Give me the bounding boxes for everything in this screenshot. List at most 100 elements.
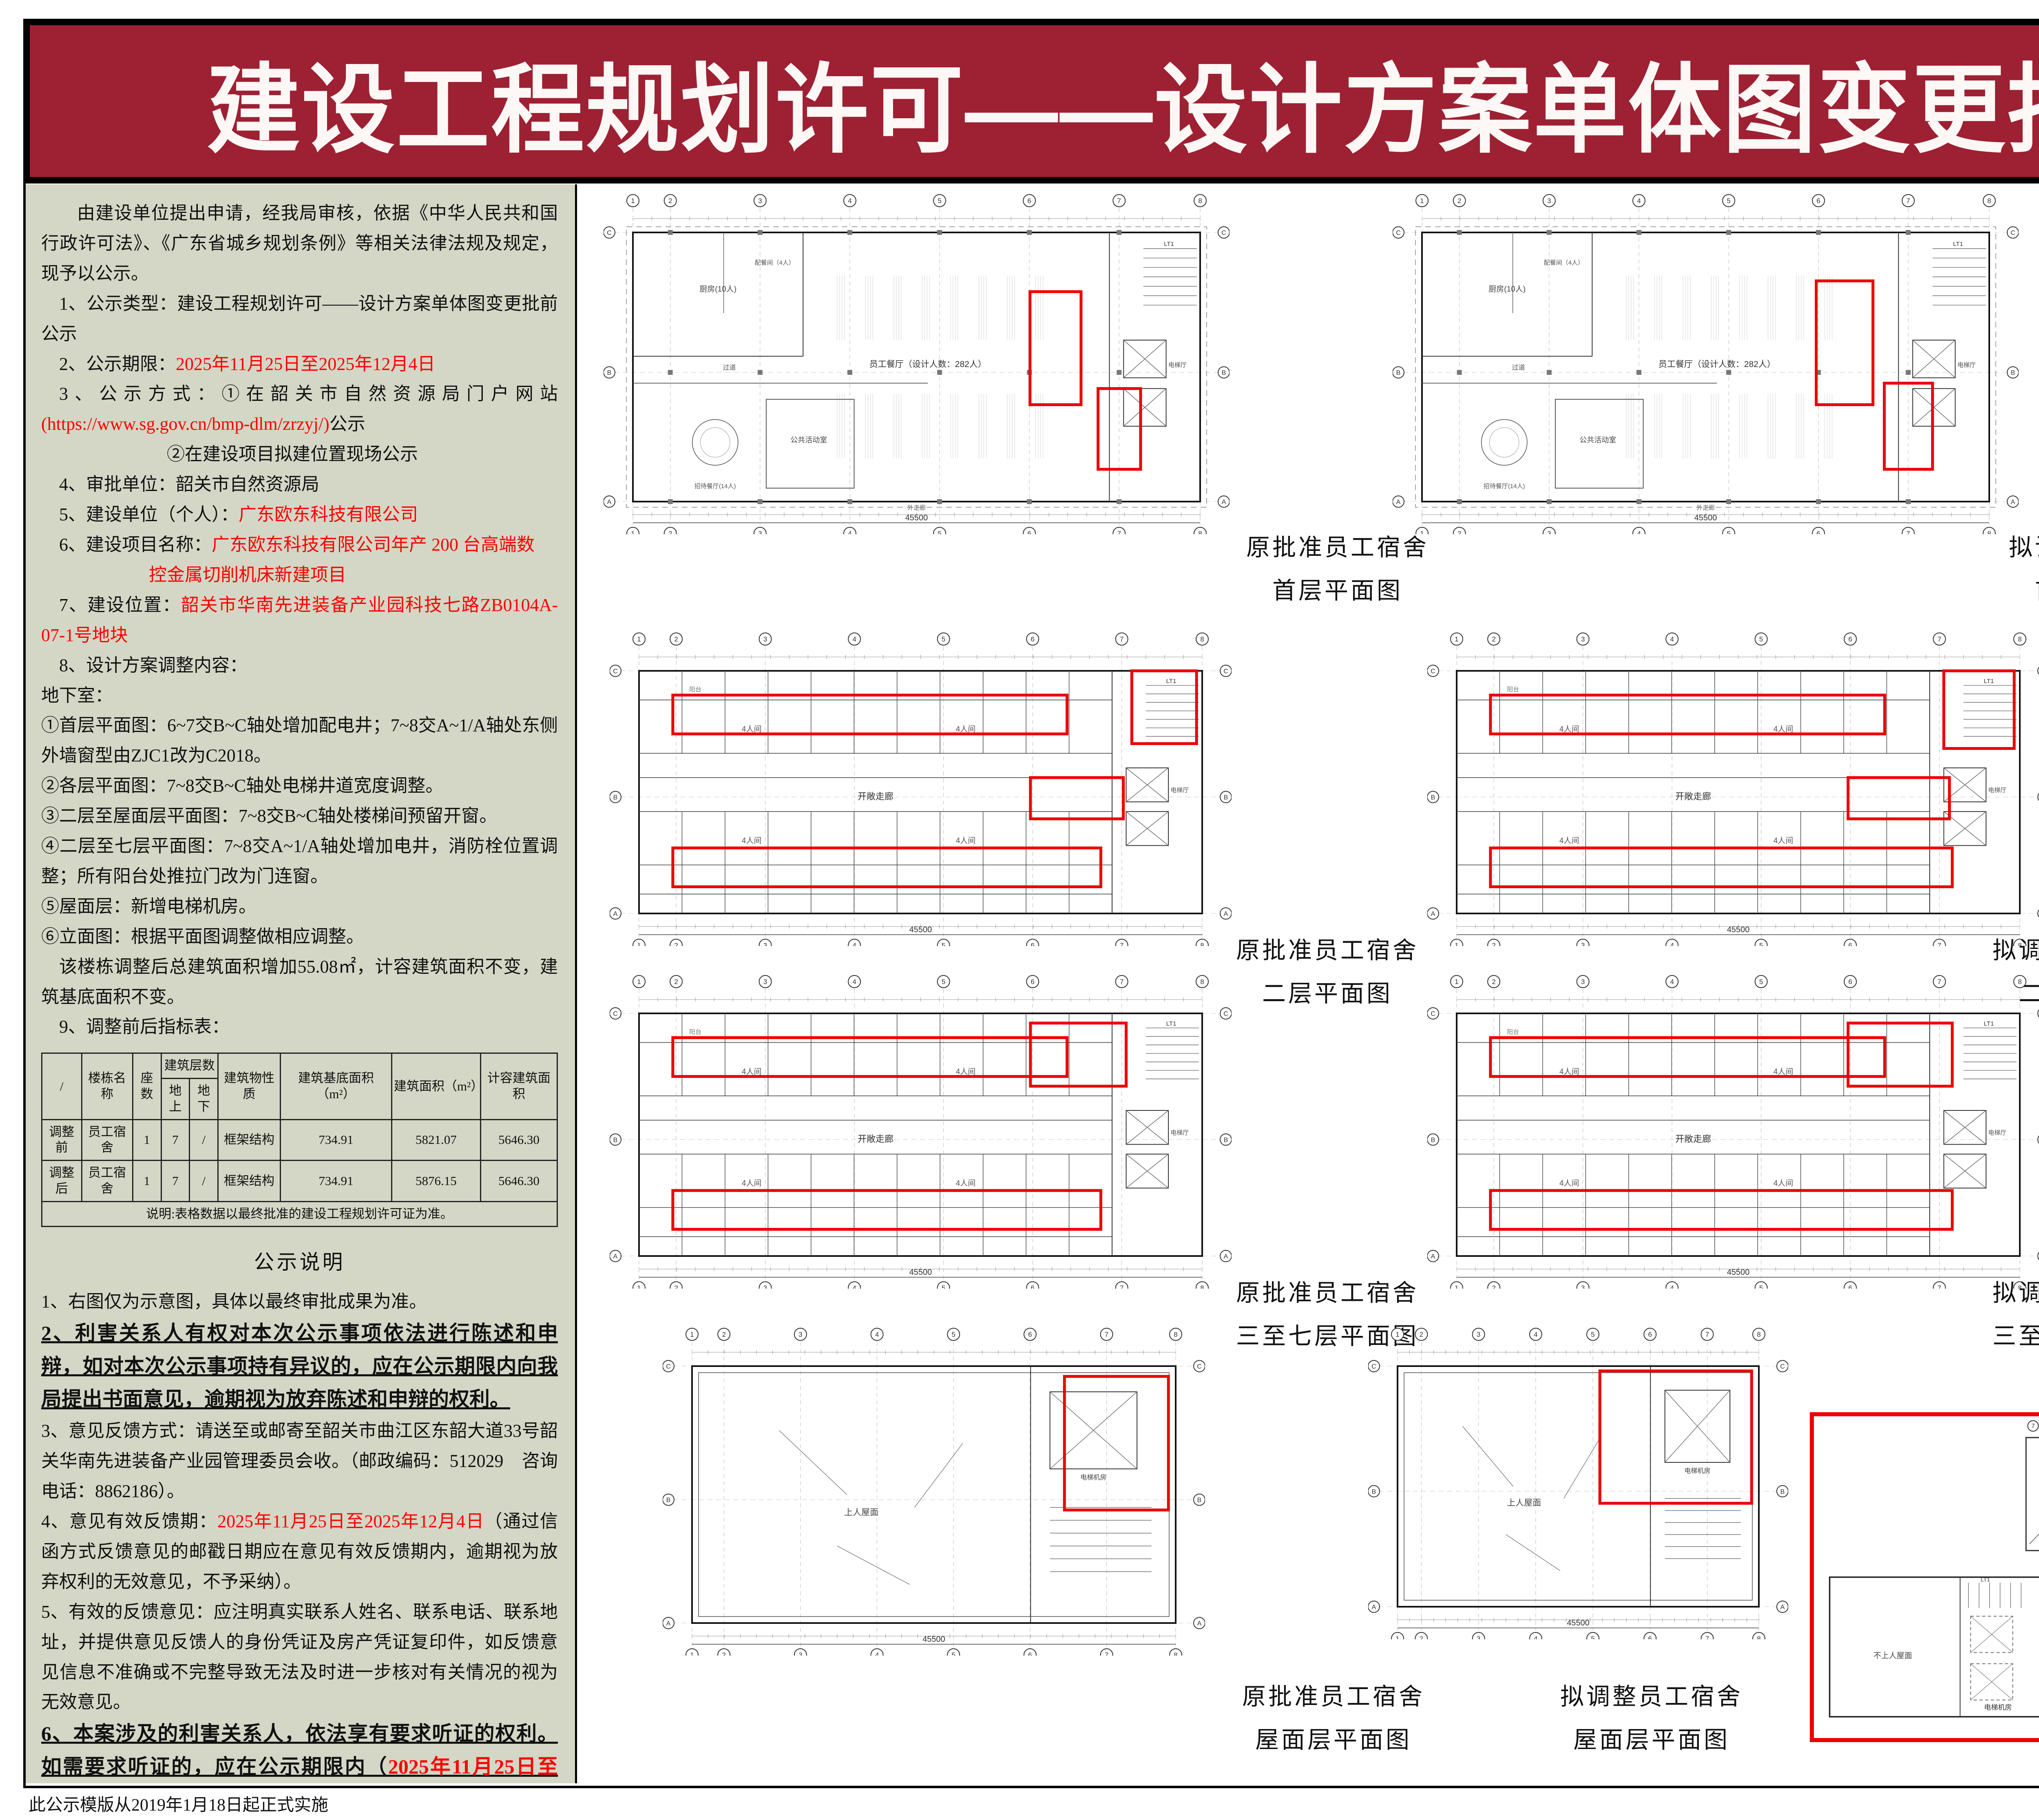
svg-text:7: 7 xyxy=(1937,635,1941,643)
svg-text:7: 7 xyxy=(1120,635,1123,643)
plan-caption-p8: 拟调整员工宿舍屋面层平面图 xyxy=(1488,1675,1815,1761)
svg-text:4: 4 xyxy=(1637,530,1641,534)
svg-text:6: 6 xyxy=(1848,1284,1852,1289)
svg-text:1: 1 xyxy=(1420,197,1424,205)
svg-text:5: 5 xyxy=(942,635,945,643)
svg-text:8: 8 xyxy=(2018,942,2021,946)
notice-paragraph: 该楼栋调整后总建筑面积增加55.08㎡，计容建筑面积不变，建筑基底面积不变。 xyxy=(41,952,558,1012)
floor-plan-drawing-p4: 1122334455667788CCBBAA45500开敞走廊4人间4人间4人间… xyxy=(1427,632,2039,952)
text-run: ②在建设项目拟建位置现场公示 xyxy=(167,444,418,464)
svg-text:B: B xyxy=(1224,1137,1228,1143)
svg-text:B: B xyxy=(1197,1497,1202,1504)
svg-text:7: 7 xyxy=(1906,530,1910,534)
footer-supervisor: 监制单位：韶关市自然资源局 xyxy=(1815,1785,2039,1820)
svg-text:4: 4 xyxy=(852,635,856,643)
plan-caption-line: 屋面层平面图 xyxy=(1255,1726,1412,1753)
svg-text:7: 7 xyxy=(1937,942,1941,946)
svg-text:4人间: 4人间 xyxy=(956,725,976,734)
notice-paragraph: ⑥立面图：根据平面图调整做相应调整。 xyxy=(41,922,558,952)
table-header-row: /楼栋名称座数建筑层数建筑物性质建筑基底面积（m²）建筑面积（m²）计容建筑面积 xyxy=(41,1053,558,1120)
svg-text:3: 3 xyxy=(1477,1331,1480,1338)
svg-text:A: A xyxy=(1197,1620,1202,1627)
svg-text:7: 7 xyxy=(1937,978,1941,986)
table-value-cell: 5646.30 xyxy=(480,1119,558,1161)
svg-text:45500: 45500 xyxy=(909,1268,932,1277)
svg-text:1: 1 xyxy=(1420,530,1424,534)
svg-text:4人间: 4人间 xyxy=(1559,836,1579,845)
svg-text:8: 8 xyxy=(1757,1635,1760,1639)
index-table-container: /楼栋名称座数建筑层数建筑物性质建筑基底面积（m²）建筑面积（m²）计容建筑面积… xyxy=(41,1053,558,1227)
table-value-cell: 框架结构 xyxy=(217,1119,281,1161)
svg-text:8: 8 xyxy=(1200,978,1204,986)
svg-text:C: C xyxy=(1431,1011,1435,1017)
svg-text:1: 1 xyxy=(690,1331,694,1338)
text-run: ②各层平面图：7~8交B~C轴处电梯井道宽度调整。 xyxy=(41,776,444,796)
text-run: ④二层至七层平面图：7~8交A~1/A轴处增加电井，消防栓位置调整；所有阳台处推… xyxy=(41,836,558,886)
svg-text:2: 2 xyxy=(1457,530,1461,534)
svg-text:4人间: 4人间 xyxy=(956,1179,976,1188)
svg-text:B: B xyxy=(1431,794,1435,801)
svg-text:B: B xyxy=(613,1137,618,1143)
svg-text:5: 5 xyxy=(1759,1284,1763,1289)
svg-text:1: 1 xyxy=(1395,1635,1399,1639)
svg-text:3: 3 xyxy=(758,530,762,534)
notice-paragraph: 控金属切削机床新建项目 xyxy=(41,560,558,590)
svg-text:阳台: 阳台 xyxy=(1507,1029,1519,1036)
svg-text:招待餐厅(14人): 招待餐厅(14人) xyxy=(1484,483,1525,490)
svg-text:C: C xyxy=(1780,1363,1785,1370)
text-run: 3、公示方式：①在韶关市自然资源局门户网站 xyxy=(59,384,558,404)
svg-text:6: 6 xyxy=(1816,197,1820,205)
svg-text:招待餐厅(14人): 招待餐厅(14人) xyxy=(694,483,736,490)
plan-caption-p1: 原批准员工宿舍首层平面图 xyxy=(1174,526,1501,612)
svg-text:6: 6 xyxy=(1031,978,1034,986)
table-value-cell: 734.91 xyxy=(280,1119,392,1161)
plan-caption-p2: 拟调整员工宿舍首层平面图 xyxy=(1937,526,2039,612)
svg-text:电梯机房: 电梯机房 xyxy=(1984,1704,2012,1712)
svg-text:7: 7 xyxy=(1705,1331,1709,1338)
table-value-cell: 员工宿舍 xyxy=(81,1119,133,1161)
svg-text:3: 3 xyxy=(763,1284,767,1289)
svg-text:3: 3 xyxy=(758,197,762,205)
svg-text:电梯厅: 电梯厅 xyxy=(1988,787,2006,794)
table-header-cell: 建筑层数 xyxy=(160,1053,219,1079)
svg-text:6: 6 xyxy=(1848,978,1852,986)
svg-text:开敞走廊: 开敞走廊 xyxy=(858,791,893,801)
svg-text:阳台: 阳台 xyxy=(689,686,701,693)
svg-text:8: 8 xyxy=(2018,635,2021,643)
svg-text:2: 2 xyxy=(1420,1635,1423,1639)
svg-text:阳台: 阳台 xyxy=(1507,686,1519,693)
svg-text:C: C xyxy=(1223,1011,1228,1017)
svg-text:4: 4 xyxy=(1670,942,1674,946)
svg-text:C: C xyxy=(1197,1363,1202,1370)
svg-text:1: 1 xyxy=(637,978,641,986)
table-header-cell: 建筑物性质 xyxy=(217,1053,281,1120)
svg-text:6: 6 xyxy=(1028,1331,1032,1338)
svg-text:B: B xyxy=(1431,1137,1435,1143)
plan-caption-line: 拟调整员工宿舍 xyxy=(2008,534,2039,561)
svg-text:4: 4 xyxy=(1670,1284,1674,1289)
svg-text:开敞走廊: 开敞走廊 xyxy=(1675,791,1711,801)
svg-text:6: 6 xyxy=(1848,942,1852,946)
table-value-cell: 7 xyxy=(160,1160,190,1202)
svg-text:LT1: LT1 xyxy=(1166,678,1177,685)
svg-text:C: C xyxy=(666,1363,671,1370)
svg-text:45500: 45500 xyxy=(1567,1619,1590,1628)
table-value-cell: 5876.15 xyxy=(391,1160,481,1202)
svg-text:3: 3 xyxy=(763,942,767,946)
svg-text:8: 8 xyxy=(1198,197,1202,205)
svg-text:B: B xyxy=(666,1497,671,1504)
svg-text:A: A xyxy=(1222,499,1226,506)
svg-text:8: 8 xyxy=(1200,942,1204,946)
svg-text:8: 8 xyxy=(1174,1331,1177,1338)
notice-paragraph: 6、建设项目名称：广东欧东科技有限公司年产 200 台高端数 xyxy=(41,530,558,560)
notice-paragraph: ①首层平面图：6~7交B~C轴处增加配电井；7~8交A~1/A轴处东侧外墙窗型由… xyxy=(41,710,558,771)
svg-text:5: 5 xyxy=(1727,197,1730,205)
svg-text:5: 5 xyxy=(1759,942,1763,946)
table-header-cell: 建筑面积（m²） xyxy=(391,1053,483,1120)
notice-text-panel: 由建设单位提出申请，经我局审核，依据《中华人民共和国行政许可法》、《广东省城乡规… xyxy=(26,184,577,1783)
text-run: 5、建设单位（个人）： xyxy=(59,504,239,525)
